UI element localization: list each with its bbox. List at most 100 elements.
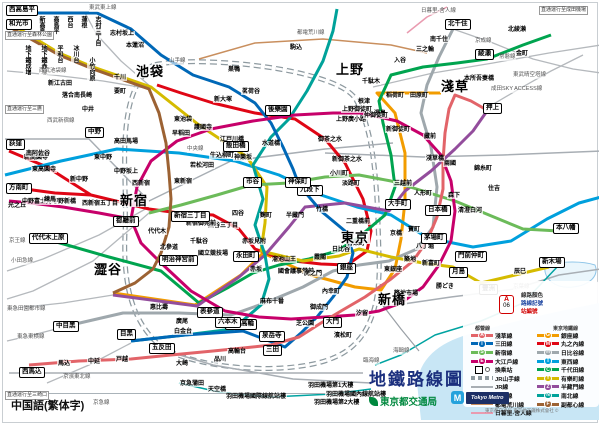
interchange-station-label: 日本橋: [425, 205, 451, 216]
station-label: 三之輪: [415, 47, 436, 53]
station-label: 廣尾: [175, 319, 190, 325]
interchange-station-label: 和光市: [6, 19, 32, 30]
interchange-station-label: 月島: [449, 267, 468, 278]
interchange-station-label: 北千住: [445, 19, 471, 30]
interchange-station-label: 泉岳寺: [259, 331, 285, 342]
tokyo-metro-mark-icon: M: [451, 391, 464, 404]
legend-line-sample: E: [471, 357, 493, 366]
station-label: 新御徒町: [385, 127, 412, 133]
station-label: 大崎: [175, 361, 190, 367]
railway-line-label: 都電荒川線: [297, 30, 325, 37]
interchange-station-label: 五反田: [149, 343, 175, 354]
through-service-note: 直通運行至森林公園: [5, 31, 55, 40]
line-keihin: [9, 346, 372, 384]
station-label: 地下鐵赤塚: [39, 45, 47, 75]
line-letter-badge: T: [544, 357, 552, 365]
line-letter-badge: N: [544, 391, 552, 400]
through-service-note: 直通運行至三崎口: [5, 391, 50, 400]
legend-line-sample: [471, 400, 493, 409]
station-label: 中野新橋: [51, 199, 78, 205]
station-label: 品川: [213, 357, 228, 363]
station-label: 千川: [113, 75, 128, 81]
legend-line-sample: T: [537, 357, 559, 366]
interchange-station-label: 綾瀨: [475, 49, 494, 60]
station-label: 東中野: [93, 155, 114, 161]
railway-line-label: 東急東横線: [17, 334, 45, 341]
station-label: 內幸町: [321, 289, 342, 295]
station-label: 京橋: [389, 231, 404, 237]
line-letter-badge: M: [544, 340, 552, 348]
legend-item-label: 副都心線: [561, 402, 585, 409]
legend-station-number-label: 站編號: [521, 309, 538, 315]
station-label: 半藏門: [285, 213, 306, 219]
station-label: 馬込: [57, 361, 72, 367]
station-label: 日比谷: [331, 247, 352, 253]
legend-metro-header: 東京地鐵線: [553, 326, 579, 332]
station-label: 東銀座: [383, 267, 404, 273]
station-label: 早稻田: [171, 131, 192, 137]
station-label: 地下鐵成增: [23, 45, 31, 75]
hub-station-label: 新橋: [377, 292, 408, 307]
station-label: 新江古田: [47, 81, 74, 87]
station-label: 羽田機場國內線航站樓: [325, 392, 388, 398]
station-label: 藏前: [423, 134, 438, 140]
map-bottom-divider: [7, 393, 373, 394]
station-label: 東池袋: [173, 117, 194, 123]
station-label: 辰巳: [513, 269, 528, 275]
interchange-station-label: 本八幡: [553, 223, 579, 234]
line-hanzomon: [112, 110, 489, 308]
railway-line-label: 山手線: [169, 58, 186, 65]
station-label: 京急蒲田: [179, 381, 206, 387]
map-title: 地鐵路線圖: [369, 370, 464, 389]
legend-item-label: 千代田線: [561, 368, 585, 375]
legend-line-sample: A: [471, 331, 493, 340]
legend-item-label: 換乘站: [495, 368, 513, 375]
station-label: 西新宿: [131, 181, 152, 187]
through-service-note: 直通運行至成田機場: [539, 6, 589, 15]
legend-line-sample: M: [537, 339, 559, 348]
station-label: 小川町: [329, 171, 350, 177]
station-label: 赤坂: [249, 267, 264, 273]
station-label: 巣鴨: [227, 67, 242, 73]
line-letter-badge: Y: [544, 374, 552, 383]
legend-item-label: 淺草線: [495, 333, 513, 340]
station-label: 森下: [447, 193, 462, 199]
line-letter-badge: A: [478, 331, 486, 340]
hub-station-label: 澀谷: [93, 262, 124, 277]
line-joban: [452, 28, 599, 74]
badge-letter: A: [503, 296, 510, 303]
line-letter-badge: F: [544, 400, 552, 408]
legend-line-sample: Z: [537, 382, 559, 391]
station-label: 勝どき: [435, 284, 455, 290]
line-toden: [198, 38, 428, 60]
agency-name: 東京都交通局: [369, 394, 461, 408]
legend-item-label: JR山手線: [495, 376, 520, 383]
language-note: 中国語(繁体字): [11, 400, 85, 412]
station-label: 御茶之水: [317, 137, 344, 143]
tokyo-metro-logo: M Tokyo Metro: [451, 391, 509, 404]
legend-item-label: 日暮里-舍人線: [495, 411, 532, 418]
station-label: 志村三丁目: [93, 16, 101, 46]
station-label: 霞關: [313, 255, 328, 261]
legend-item: A 淺草線: [471, 331, 537, 340]
station-label: 四谷三丁目: [207, 223, 240, 229]
station-label: 仲御徒町: [363, 113, 390, 119]
station-label: 東高圓寺: [31, 167, 58, 173]
station-label: 國立競技場: [197, 251, 230, 257]
station-label: 淺草橋: [425, 156, 446, 162]
station-label: 西台: [65, 16, 73, 28]
station-label: 茗荷谷: [241, 89, 262, 95]
interchange-station-label: 飯田橋: [223, 141, 249, 152]
railway-line-label: 京王線: [9, 238, 26, 245]
railway-line-label: 京急線: [93, 400, 110, 407]
station-label: 淡路町: [341, 181, 362, 187]
through-service-note: 直通運行至三鷹: [5, 105, 45, 114]
transfer-station-icon: [474, 365, 483, 374]
legend-item-label: 有樂町線: [561, 376, 585, 383]
interchange-station-label: 荻窪: [6, 139, 25, 150]
